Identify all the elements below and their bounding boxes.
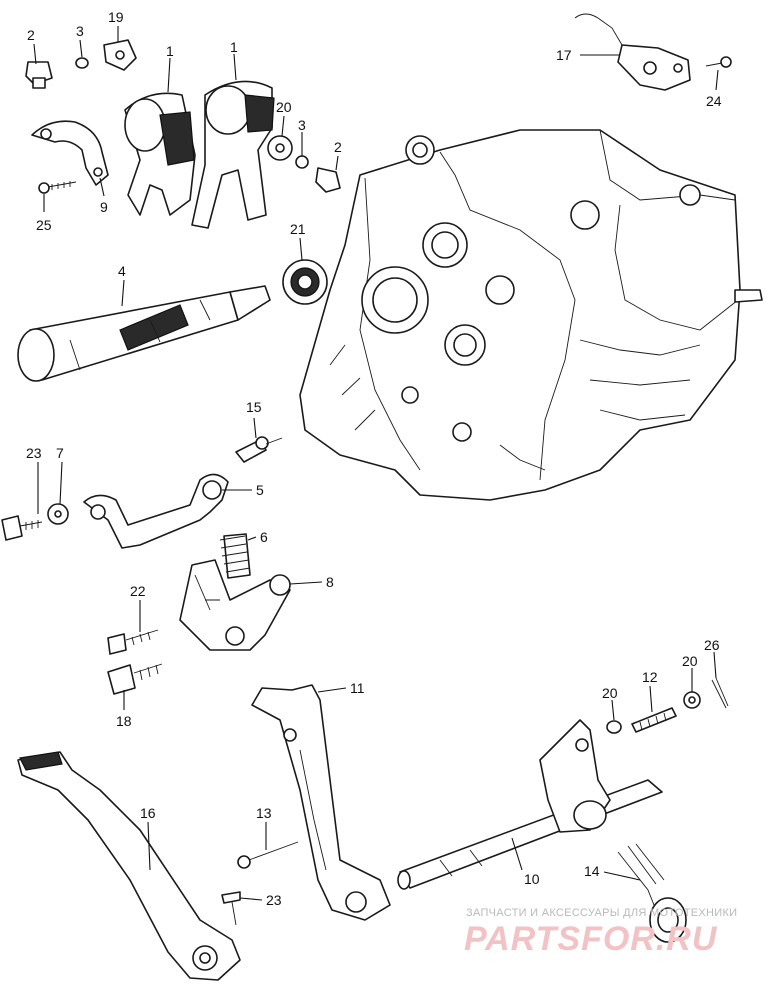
bolt-2-mid [315, 167, 341, 193]
spring-6 [219, 533, 251, 579]
bolt-22 [107, 629, 159, 655]
cotter-pin-26 [711, 677, 729, 709]
screw-24 [705, 56, 732, 68]
callout-1: 1 [230, 39, 238, 55]
callout-15: 15 [246, 399, 262, 415]
watermark: ЗАПЧАСТИ И АКСЕССУАРЫ ДЛЯ МОТОТЕХНИКИ PA… [464, 907, 737, 958]
callout-14: 14 [584, 863, 600, 879]
bracket-9 [31, 120, 109, 186]
bolt-18 [107, 663, 163, 695]
callout-2: 2 [27, 27, 35, 43]
callout-12: 12 [642, 669, 658, 685]
shift-fork-right [191, 80, 275, 229]
crankcase-housing [299, 129, 763, 501]
shift-spindle-10 [397, 719, 663, 890]
gearshift-pedal-16 [17, 751, 241, 981]
screw-25 [38, 181, 77, 194]
watermark-tagline: ЗАПЧАСТИ И АКСЕССУАРЫ ДЛЯ МОТОТЕХНИКИ [466, 907, 737, 919]
bolt-13 [237, 841, 299, 869]
callout-7: 7 [56, 445, 64, 461]
bolt-23-left [1, 515, 43, 541]
bolt-23-bottom [221, 891, 241, 926]
callout-18: 18 [116, 713, 132, 729]
callout-2: 2 [334, 139, 342, 155]
bolt-2-top-left [25, 61, 53, 89]
callout-17: 17 [556, 47, 572, 63]
stopper-arm-5 [83, 473, 229, 549]
callout-20: 20 [276, 99, 292, 115]
gearshift-arm-11 [251, 684, 391, 921]
callout-16: 16 [140, 805, 156, 821]
callout-1: 1 [166, 43, 174, 59]
washer-20-right [683, 691, 701, 709]
plate-19 [103, 39, 137, 71]
callout-20: 20 [682, 653, 698, 669]
callout-13: 13 [256, 805, 272, 821]
callout-9: 9 [100, 199, 108, 215]
shift-drum-4 [17, 285, 271, 382]
callout-25: 25 [36, 217, 52, 233]
callout-4: 4 [118, 263, 126, 279]
watermark-brand: PARTSFOR.RU [464, 920, 718, 958]
leader-lines [33, 26, 719, 901]
callout-8: 8 [326, 574, 334, 590]
stud-15 [235, 436, 283, 463]
callout-labels: 2 3 19 1 1 20 3 2 9 25 17 24 4 21 15 23 … [26, 9, 722, 908]
callout-21: 21 [290, 221, 306, 237]
pin-12 [631, 707, 677, 733]
callout-22: 22 [130, 583, 146, 599]
callout-19: 19 [108, 9, 124, 25]
callout-11: 11 [350, 680, 365, 696]
callout-26: 26 [704, 637, 720, 653]
callout-20: 20 [602, 685, 618, 701]
callout-23: 23 [26, 445, 42, 461]
washer-7 [47, 503, 69, 525]
washer-3-mid [295, 155, 309, 169]
callout-24: 24 [706, 93, 722, 109]
washer-20-mid [606, 720, 622, 734]
callout-5: 5 [256, 482, 264, 498]
callout-10: 10 [524, 871, 540, 887]
washer-20-top [267, 135, 293, 161]
callout-3: 3 [298, 117, 306, 133]
callout-3: 3 [76, 23, 84, 39]
neutral-switch-17 [574, 13, 691, 91]
callout-23: 23 [266, 892, 282, 908]
oil-seal-21 [282, 259, 328, 305]
washer-3-top-left [75, 57, 89, 69]
shift-fork-left [124, 92, 196, 216]
return-spring-14 [617, 843, 687, 943]
callout-6: 6 [260, 529, 268, 545]
bracket-8 [179, 559, 291, 651]
